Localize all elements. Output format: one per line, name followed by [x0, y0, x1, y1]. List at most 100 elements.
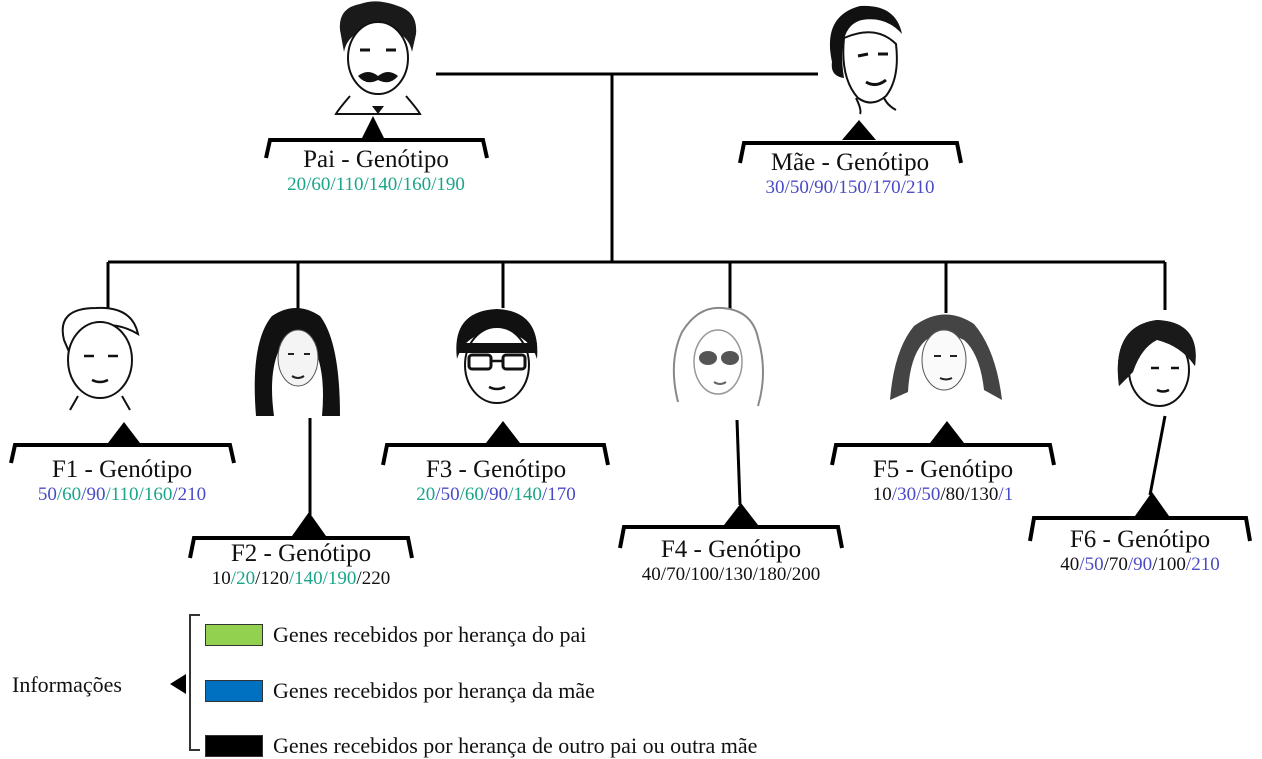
gene-separator: /	[397, 174, 403, 195]
gene-value: 140	[513, 484, 542, 505]
gene-value: 110	[335, 174, 364, 195]
gene-value: 20	[287, 174, 307, 195]
f2-genotype: 10/20/120/140/190/220	[201, 568, 401, 590]
gene-value: 50	[440, 484, 460, 505]
gene-value: 50	[921, 484, 941, 505]
gene-value: 100	[1157, 554, 1186, 575]
mae-bracket	[738, 141, 963, 164]
f6-title: F6 - Genótipo	[1069, 526, 1211, 553]
gene-separator: /	[230, 568, 237, 589]
gene-value: 30	[765, 177, 785, 198]
man-mustache-portrait-icon	[334, 1, 422, 115]
gene-separator: /	[1185, 554, 1192, 575]
legend-text-pai: Genes recebidos por herança do pai	[273, 622, 587, 647]
woman-long-hair-portrait-icon	[890, 314, 1002, 400]
gene-value: 20	[416, 484, 436, 505]
gene-value: 110	[110, 484, 139, 505]
tree-lines	[106, 72, 1167, 515]
legend-item-pai: Genes recebidos por herança do pai	[205, 622, 586, 648]
gene-value: 210	[905, 177, 935, 198]
gene-separator: /	[356, 568, 362, 589]
gene-separator: /	[964, 484, 970, 505]
gene-separator: /	[459, 484, 465, 505]
woman-portrait-icon	[829, 5, 902, 115]
gene-value: 1	[1003, 484, 1014, 505]
f6-label: F6 - Genótipo 40/50/70/90/100/210	[1040, 526, 1240, 576]
woman-sunglasses-portrait-icon	[672, 306, 764, 407]
gene-separator: /	[435, 484, 441, 505]
gene-value: 50	[789, 177, 809, 198]
f5-title: F5 - Genótipo	[872, 456, 1014, 483]
gene-value: 60	[62, 484, 82, 505]
gene-separator: /	[900, 177, 906, 198]
gene-separator: /	[1152, 554, 1158, 575]
gene-separator: /	[916, 484, 922, 505]
gene-separator: /	[255, 568, 261, 589]
f5-pointer-icon	[930, 421, 964, 443]
f3-title: F3 - Genótipo	[425, 456, 567, 483]
gene-value: 90	[489, 484, 509, 505]
f4-title: F4 - Genótipo	[660, 536, 802, 563]
f4-pointer-icon	[724, 503, 758, 525]
gene-separator: /	[330, 174, 336, 195]
gene-separator: /	[998, 484, 1004, 505]
gene-value: 70	[666, 564, 686, 585]
gene-separator: /	[1127, 554, 1134, 575]
pai-pointer-icon	[362, 116, 384, 138]
gene-value: 60	[311, 174, 331, 195]
gene-value: 50	[1084, 554, 1104, 575]
gene-value: 70	[1108, 554, 1128, 575]
gene-separator: /	[541, 484, 548, 505]
mae-label: Mãe - Genótipo 30/50/90/150/170/210	[750, 149, 950, 199]
legend-label: Informações	[12, 672, 122, 697]
child-line-f6-lower	[1148, 415, 1167, 496]
gene-value: 140	[294, 568, 323, 589]
legend-text-mae: Genes recebidos por herança da mãe	[273, 678, 595, 703]
gene-value: 170	[872, 177, 901, 198]
gene-value: 100	[690, 564, 719, 585]
gene-value: 90	[86, 484, 106, 505]
pointer-triangles	[108, 116, 1169, 536]
green-swatch	[205, 624, 263, 646]
f3-bracket	[381, 443, 610, 466]
gene-separator: /	[866, 177, 873, 198]
gene-separator: /	[718, 564, 725, 585]
gene-value: 80	[945, 484, 965, 505]
gene-separator: /	[508, 484, 514, 505]
gene-value: 40	[1060, 554, 1080, 575]
gene-value: 50	[37, 484, 57, 505]
mae-pointer-icon	[842, 120, 876, 140]
young-woman-portrait-icon	[254, 308, 340, 416]
gene-value: 90	[814, 177, 834, 198]
gene-value: 120	[260, 568, 289, 589]
gene-separator: /	[1079, 554, 1085, 575]
f2-label: F2 - Genótipo 10/20/120/140/190/220	[201, 540, 401, 590]
gene-separator: /	[105, 484, 111, 505]
gene-separator: /	[56, 484, 63, 505]
f4-bracket	[618, 525, 844, 549]
mae-genotype: 30/50/90/150/170/210	[750, 177, 950, 199]
gene-value: 210	[177, 484, 207, 505]
f5-label: F5 - Genótipo 10/30/50/80/130/1	[843, 456, 1043, 506]
legend-pointer-icon	[170, 674, 186, 694]
gene-separator: /	[752, 564, 758, 585]
gene-value: 190	[436, 174, 465, 195]
f5-bracket	[830, 443, 1056, 466]
blue-swatch	[205, 680, 263, 702]
gene-separator: /	[808, 177, 815, 198]
gene-separator: /	[172, 484, 178, 505]
gene-value: 190	[327, 568, 357, 589]
f4-label: F4 - Genótipo 40/70/100/130/180/200	[631, 536, 831, 586]
label-brackets	[9, 138, 1252, 559]
gene-value: 30	[897, 484, 917, 505]
gene-value: 150	[838, 177, 867, 198]
f1-pointer-icon	[108, 422, 140, 443]
legend-brace	[189, 614, 200, 751]
pai-title: Pai - Genótipo	[303, 146, 449, 173]
f1-genotype: 50/60/90/110/160/210	[22, 484, 222, 506]
gene-value: 130	[969, 484, 999, 505]
f5-genotype: 10/30/50/80/130/1	[843, 484, 1043, 506]
gene-separator: /	[288, 568, 295, 589]
gene-separator: /	[660, 564, 667, 585]
